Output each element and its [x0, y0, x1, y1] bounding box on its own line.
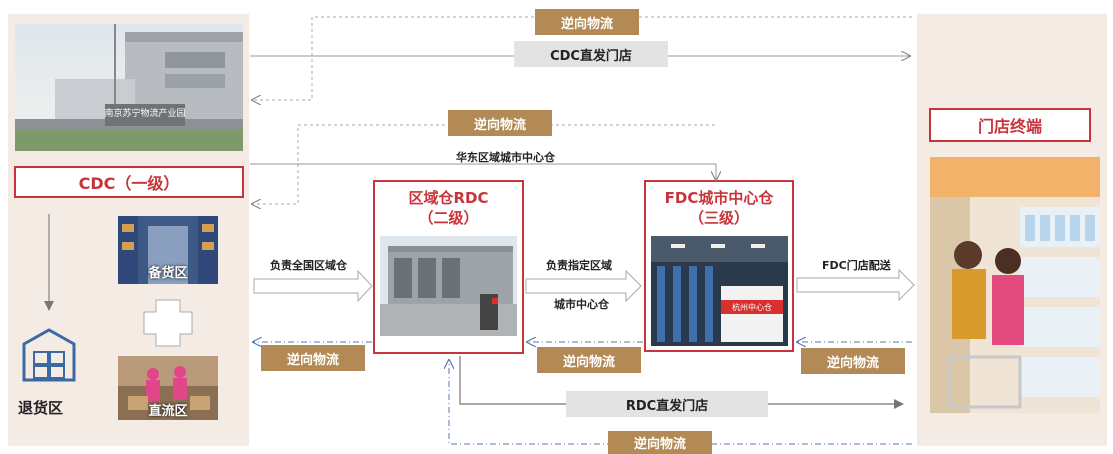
rdc-title-line1: 区域仓RDC: [408, 189, 489, 207]
region-arrow: [525, 269, 642, 303]
store-photo: [930, 157, 1100, 413]
reverse-tag-rdc-cdc: 逆向物流: [261, 345, 365, 371]
region-label-line2: 城市中心仓: [554, 298, 609, 311]
reverse-tag-bottom: 逆向物流: [608, 431, 712, 454]
stock-zone-photo: [118, 216, 218, 284]
fdc-photo: 杭州中心仓: [651, 236, 788, 346]
rdc-photo: [380, 236, 517, 336]
reverse-tag-mid: 逆向物流: [448, 110, 552, 136]
store-title-box: 门店终端: [929, 108, 1091, 142]
reverse-tag-store-fdc: 逆向物流: [801, 348, 905, 374]
stock-zone-label: 备货区: [148, 266, 188, 281]
east-china-label: 华东区域城市中心仓: [456, 151, 555, 164]
return-zone-label: 退货区: [18, 399, 64, 417]
return-zone-warehouse-icon: [20, 326, 78, 382]
building-sign-text: 南京苏宁物流产业园: [104, 107, 185, 119]
fdc-delivery-label: FDC门店配送: [822, 259, 891, 272]
cdc-title: CDC（一级）: [78, 174, 180, 193]
rdc-title-line2: （二级）: [418, 209, 479, 227]
cdc-building-photo: 南京苏宁物流产业园: [15, 24, 243, 151]
reverse-tag-fdc-rdc: 逆向物流: [537, 347, 641, 373]
fdc-title-line1: FDC城市中心仓: [664, 189, 774, 207]
region-label-line1: 负责指定区域: [546, 259, 612, 272]
national-arrow: [253, 269, 373, 303]
fdc-delivery-arrow: [796, 268, 915, 302]
flow-zone-label: 直流区: [148, 404, 188, 419]
flow-zone-photo: [118, 356, 218, 420]
plus-connector-icon: [143, 299, 193, 347]
national-label: 负责全国区域仓: [270, 259, 347, 272]
cdc-title-box: CDC（一级）: [14, 166, 244, 198]
fdc-sign-text: 杭州中心仓: [732, 302, 772, 312]
store-title: 门店终端: [977, 117, 1042, 136]
reverse-tag-top: 逆向物流: [535, 9, 639, 35]
rdc-direct-tag: RDC直发门店: [566, 391, 768, 417]
cdc-direct-tag: CDC直发门店: [514, 41, 668, 67]
fdc-title-line2: （三级）: [688, 209, 749, 227]
